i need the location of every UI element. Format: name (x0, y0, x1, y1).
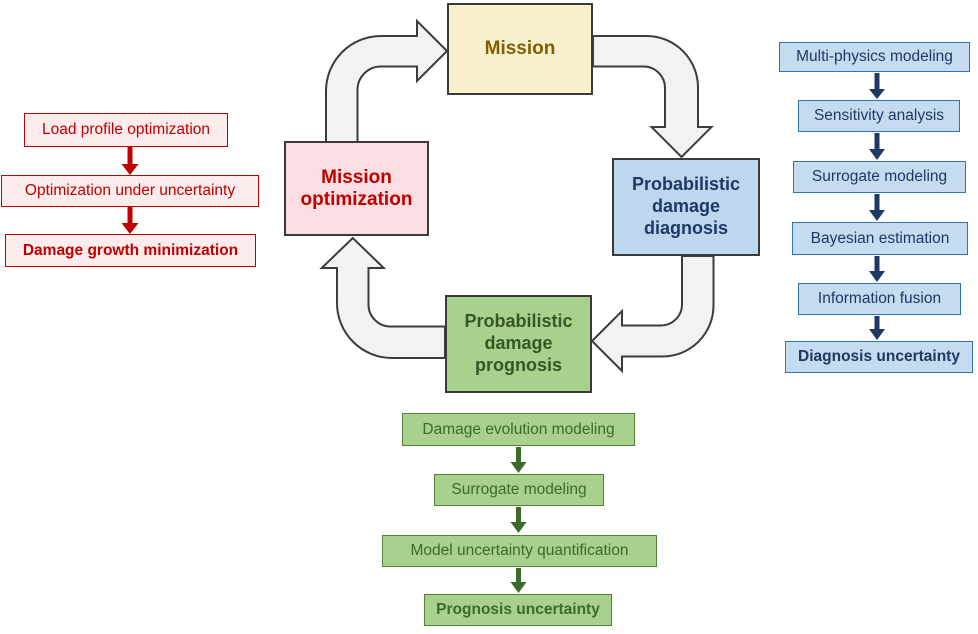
green-arrow-2-head (510, 522, 527, 533)
blue-arrow-2-head (869, 149, 885, 160)
box-optimization-under-uncertainty: Optimization under uncertainty (1, 175, 259, 207)
box-diagnosis-uncertainty: Diagnosis uncertainty (785, 341, 973, 373)
box-multi-physics-modeling: Multi-physics modeling (779, 42, 970, 72)
box-prognosis-uncertainty: Prognosis uncertainty (424, 594, 612, 626)
box-surrogate-modeling-diagnosis: Surrogate modeling (793, 161, 966, 193)
box-mission: Mission (447, 3, 593, 95)
red-arrow-2-head (121, 223, 139, 234)
box-bayesian-estimation: Bayesian estimation (792, 222, 968, 255)
blue-arrow-5-head (869, 329, 885, 340)
red-arrow-1-head (121, 164, 139, 175)
cycle-arrow-optimization-to-mission (325, 18, 449, 143)
green-arrow-3-head (510, 582, 527, 593)
blue-arrow-4-head (869, 271, 885, 282)
box-model-uncertainty-quantification: Model uncertainty quantification (382, 535, 657, 567)
box-load-profile-optimization: Load profile optimization (24, 113, 228, 147)
box-mission-optimization: Mission optimization (284, 141, 429, 236)
blue-arrow-1-head (869, 89, 885, 99)
box-surrogate-modeling-prognosis: Surrogate modeling (434, 474, 604, 506)
cycle-arrow-prognosis-to-optimization (319, 236, 446, 359)
box-damage-evolution-modeling: Damage evolution modeling (402, 413, 635, 446)
blue-arrow-3-head (869, 210, 885, 221)
cycle-arrow-mission-to-diagnosis (592, 35, 714, 159)
green-arrow-1-head (510, 462, 527, 473)
box-probabilistic-damage-prognosis: Probabilistic damage prognosis (445, 295, 592, 393)
box-damage-growth-minimization: Damage growth minimization (5, 234, 256, 267)
box-information-fusion: Information fusion (798, 283, 961, 315)
cycle-arrow-diagnosis-to-prognosis (590, 255, 715, 374)
box-sensitivity-analysis: Sensitivity analysis (798, 100, 960, 132)
box-probabilistic-damage-diagnosis: Probabilistic damage diagnosis (612, 158, 760, 256)
